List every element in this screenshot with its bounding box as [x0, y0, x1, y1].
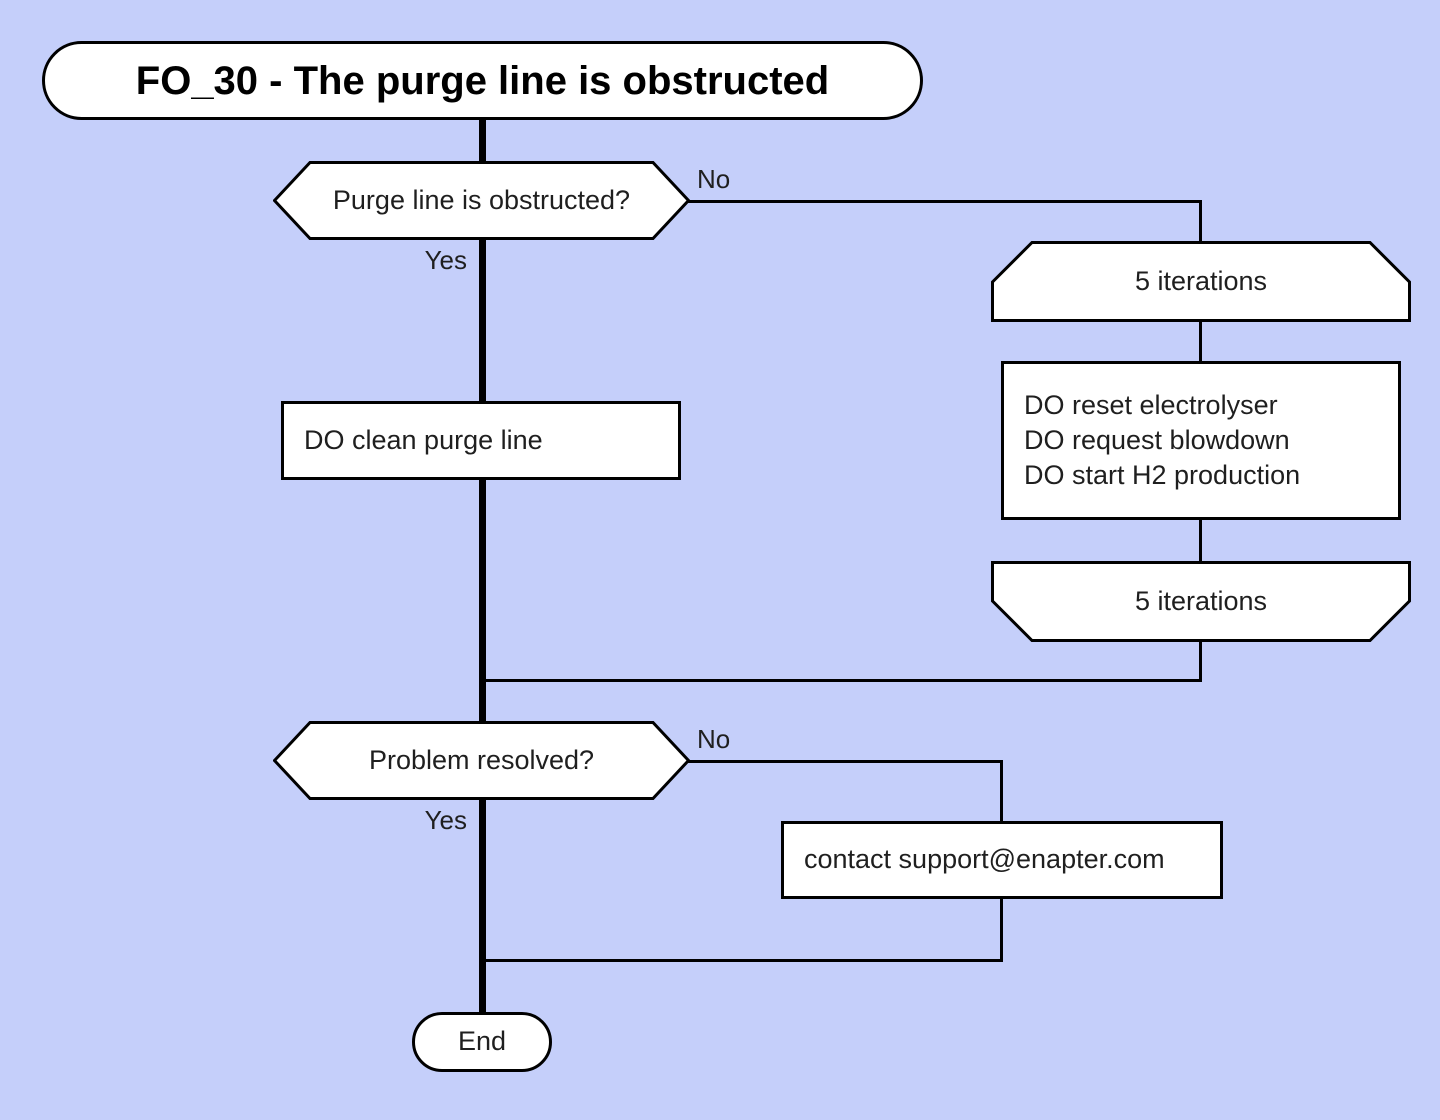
decision-label: Purge line is obstructed? — [332, 185, 631, 215]
hexagon-shape — [273, 161, 690, 240]
action-lines: DO reset electrolyser DO request blowdow… — [1024, 388, 1300, 493]
loop-start-node: 5 iterations — [991, 241, 1411, 322]
action-label: DO clean purge line — [304, 424, 543, 455]
connector-no2-horizontal — [688, 760, 1003, 763]
edge-label-yes-2: Yes — [424, 805, 467, 835]
loop-start-shape — [991, 241, 1411, 322]
loop-start-label: 5 iterations — [1134, 266, 1268, 296]
connector-loop-return-horizontal — [479, 679, 1202, 682]
action-line-3: DO start H2 production — [1024, 460, 1301, 491]
end-label: End — [457, 1026, 507, 1057]
end-node: End — [412, 1012, 552, 1072]
action-node-reset-sequence: DO reset electrolyser DO request blowdow… — [1001, 361, 1401, 520]
title-node: FO_30 - The purge line is obstructed — [42, 41, 923, 120]
edge-label-yes-1: Yes — [424, 245, 467, 275]
loop-end-label: 5 iterations — [1134, 586, 1268, 616]
edge-label-no-1: No — [697, 164, 731, 194]
decision-node-problem-resolved: Problem resolved? — [273, 721, 690, 800]
action-line-1: DO reset electrolyser — [1024, 389, 1278, 420]
contact-label: contact support@enapter.com — [804, 844, 1165, 875]
action-node-contact-support: contact support@enapter.com — [781, 821, 1223, 899]
loop-end-node: 5 iterations — [991, 561, 1411, 642]
action-node-clean-purge-line: DO clean purge line — [281, 401, 681, 480]
action-line-2: DO request blowdown — [1024, 424, 1290, 455]
connector-no1-horizontal — [688, 200, 1202, 203]
connector-end-return-horizontal — [479, 959, 1003, 962]
connector-main-spine — [479, 118, 486, 1015]
page-title: FO_30 - The purge line is obstructed — [135, 58, 830, 103]
loop-end-shape — [991, 561, 1411, 642]
edge-label-no-2: No — [697, 724, 731, 754]
hexagon-shape — [273, 721, 690, 800]
decision-node-purge-line-obstructed: Purge line is obstructed? — [273, 161, 690, 240]
decision-label: Problem resolved? — [368, 745, 595, 775]
